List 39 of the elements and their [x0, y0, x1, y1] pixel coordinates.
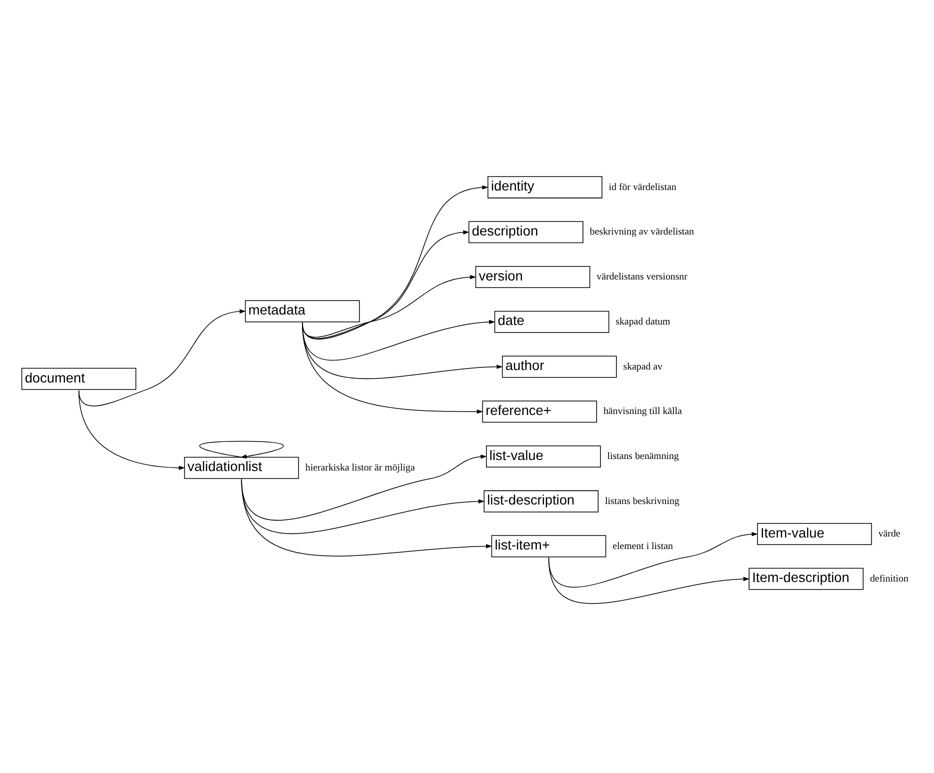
arrow — [302, 322, 483, 414]
node-box: author — [502, 356, 617, 378]
arrow — [302, 322, 503, 380]
node-box: metadata — [244, 300, 360, 322]
arrow — [302, 185, 488, 340]
node-box: date — [494, 310, 610, 333]
node-label: definition — [870, 573, 908, 584]
node-label: skapad av — [623, 361, 662, 372]
node-label: hierarkiska listor är möjliga — [305, 462, 415, 474]
node-box: Item-value — [757, 523, 872, 546]
node-label: värdelistans versionsnr — [596, 272, 688, 283]
node-label: element i listan — [612, 540, 673, 552]
node-box: reference+ — [482, 400, 598, 423]
node-label: värde — [878, 528, 900, 540]
node-label: id för värdelistan — [608, 182, 676, 193]
node-label: listans benämning — [607, 451, 679, 462]
arrow — [78, 390, 185, 470]
arrow — [78, 309, 246, 406]
node-box: document — [21, 368, 136, 390]
arrow — [302, 320, 496, 361]
node-box: list-item+ — [491, 535, 606, 558]
node-label: skapad datum — [616, 316, 670, 328]
arrow — [199, 440, 284, 459]
node-box: identity — [488, 176, 602, 198]
node-label: listans beskrivning — [605, 496, 680, 507]
arrow — [241, 478, 492, 556]
arrow — [548, 557, 750, 604]
node-box: Item-description — [748, 568, 864, 590]
node-box: list-description — [484, 490, 599, 512]
node-box: validationlist — [184, 456, 299, 479]
arrow — [241, 454, 487, 520]
node-label: beskrivning av värdelistan — [590, 226, 694, 238]
arrow — [302, 230, 470, 339]
arrow — [548, 532, 758, 588]
node-label: hänvisning till källa — [603, 406, 682, 418]
node-box: list-value — [486, 445, 601, 468]
node-box: version — [475, 266, 590, 288]
arrow — [302, 275, 476, 338]
node-box: description — [468, 221, 584, 244]
